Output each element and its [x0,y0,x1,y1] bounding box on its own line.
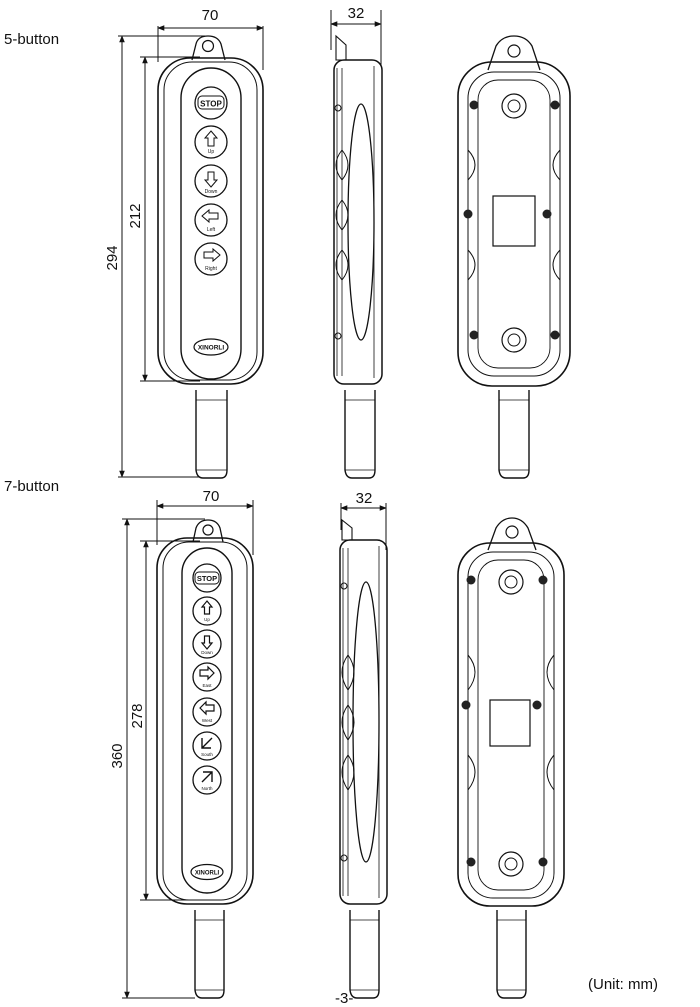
seven-body-length-dimension [140,540,200,901]
five-button-right[interactable]: Right [194,242,228,276]
down-arrow-icon [203,171,219,188]
seven-button-down[interactable]: Down [192,629,222,659]
five-right-label: Right [205,266,217,272]
five-up-label: Up [208,149,215,155]
five-body-length-label: 212 [127,203,144,228]
seven-south-label: South [201,752,213,757]
five-width-dimension [157,25,264,70]
seven-button-south[interactable]: South [192,731,222,761]
seven-up-label: Up [204,617,210,622]
five-left-label: Left [207,227,216,233]
five-brand-label: XINORLI [198,345,225,352]
seven-stop-label: STOP [197,574,217,583]
five-thickness-label: 32 [348,5,365,22]
seven-button-east[interactable]: East [192,662,222,692]
seven-total-length-dimension [122,518,205,999]
five-thickness-dimension [330,10,382,66]
seven-brand-label: XINORLI [195,871,220,877]
five-button-section: 70 294 212 [104,5,571,479]
seven-thickness-dimension [340,503,387,550]
right-arrow-icon [203,247,221,263]
seven-west-label: West [202,718,213,723]
five-back-screws [463,100,560,340]
seven-total-length-label: 360 [109,743,126,768]
seven-north-label: North [201,786,213,791]
five-back-view [457,35,571,479]
up-arrow-icon [200,600,214,615]
five-front-view [157,35,264,479]
seven-button-stop[interactable]: STOP [192,563,222,593]
seven-body-length-label: 278 [129,703,146,728]
five-button-left[interactable]: Left [194,203,228,237]
five-body-length-dimension [140,56,200,382]
five-button-down[interactable]: Down [194,164,228,198]
five-total-length-label: 294 [104,245,121,270]
seven-button-west[interactable]: West [192,697,222,727]
five-down-label: Down [205,189,218,195]
seven-back-view [457,517,565,999]
five-button-section-label: 5-button [4,31,60,48]
seven-button-section-label: 7-button [4,478,60,495]
unit-note: (Unit: mm) [588,976,658,993]
right-arrow-icon [199,665,215,681]
seven-button-north[interactable]: North [192,765,222,795]
seven-width-label: 70 [203,488,220,505]
diag-arrow-icon [201,737,213,749]
five-brand-badge: XINORLI [193,338,229,356]
seven-thickness-label: 32 [356,490,373,507]
seven-width-dimension [156,500,254,555]
diag-arrow-icon [201,771,213,783]
left-arrow-icon [201,208,219,224]
page-number: -3- [335,990,354,1007]
five-total-length-dimension [118,35,205,478]
five-side-view [333,34,383,479]
five-width-label: 70 [202,7,219,24]
seven-brand-badge: XINORLI [190,863,224,881]
seven-back-screws [461,575,548,867]
seven-side-view [339,518,388,999]
seven-button-section: 70 360 278 STOP [109,488,565,999]
left-arrow-icon [199,700,215,716]
up-arrow-icon [203,130,219,147]
down-arrow-icon [200,635,214,650]
seven-button-up[interactable]: Up [192,596,222,626]
seven-down-label: Down [201,650,213,655]
five-button-up[interactable]: Up [194,125,228,159]
seven-front-view [156,519,254,999]
seven-east-label: East [202,683,212,688]
five-stop-label: STOP [200,100,222,109]
five-button-stop[interactable]: STOP [194,86,228,120]
